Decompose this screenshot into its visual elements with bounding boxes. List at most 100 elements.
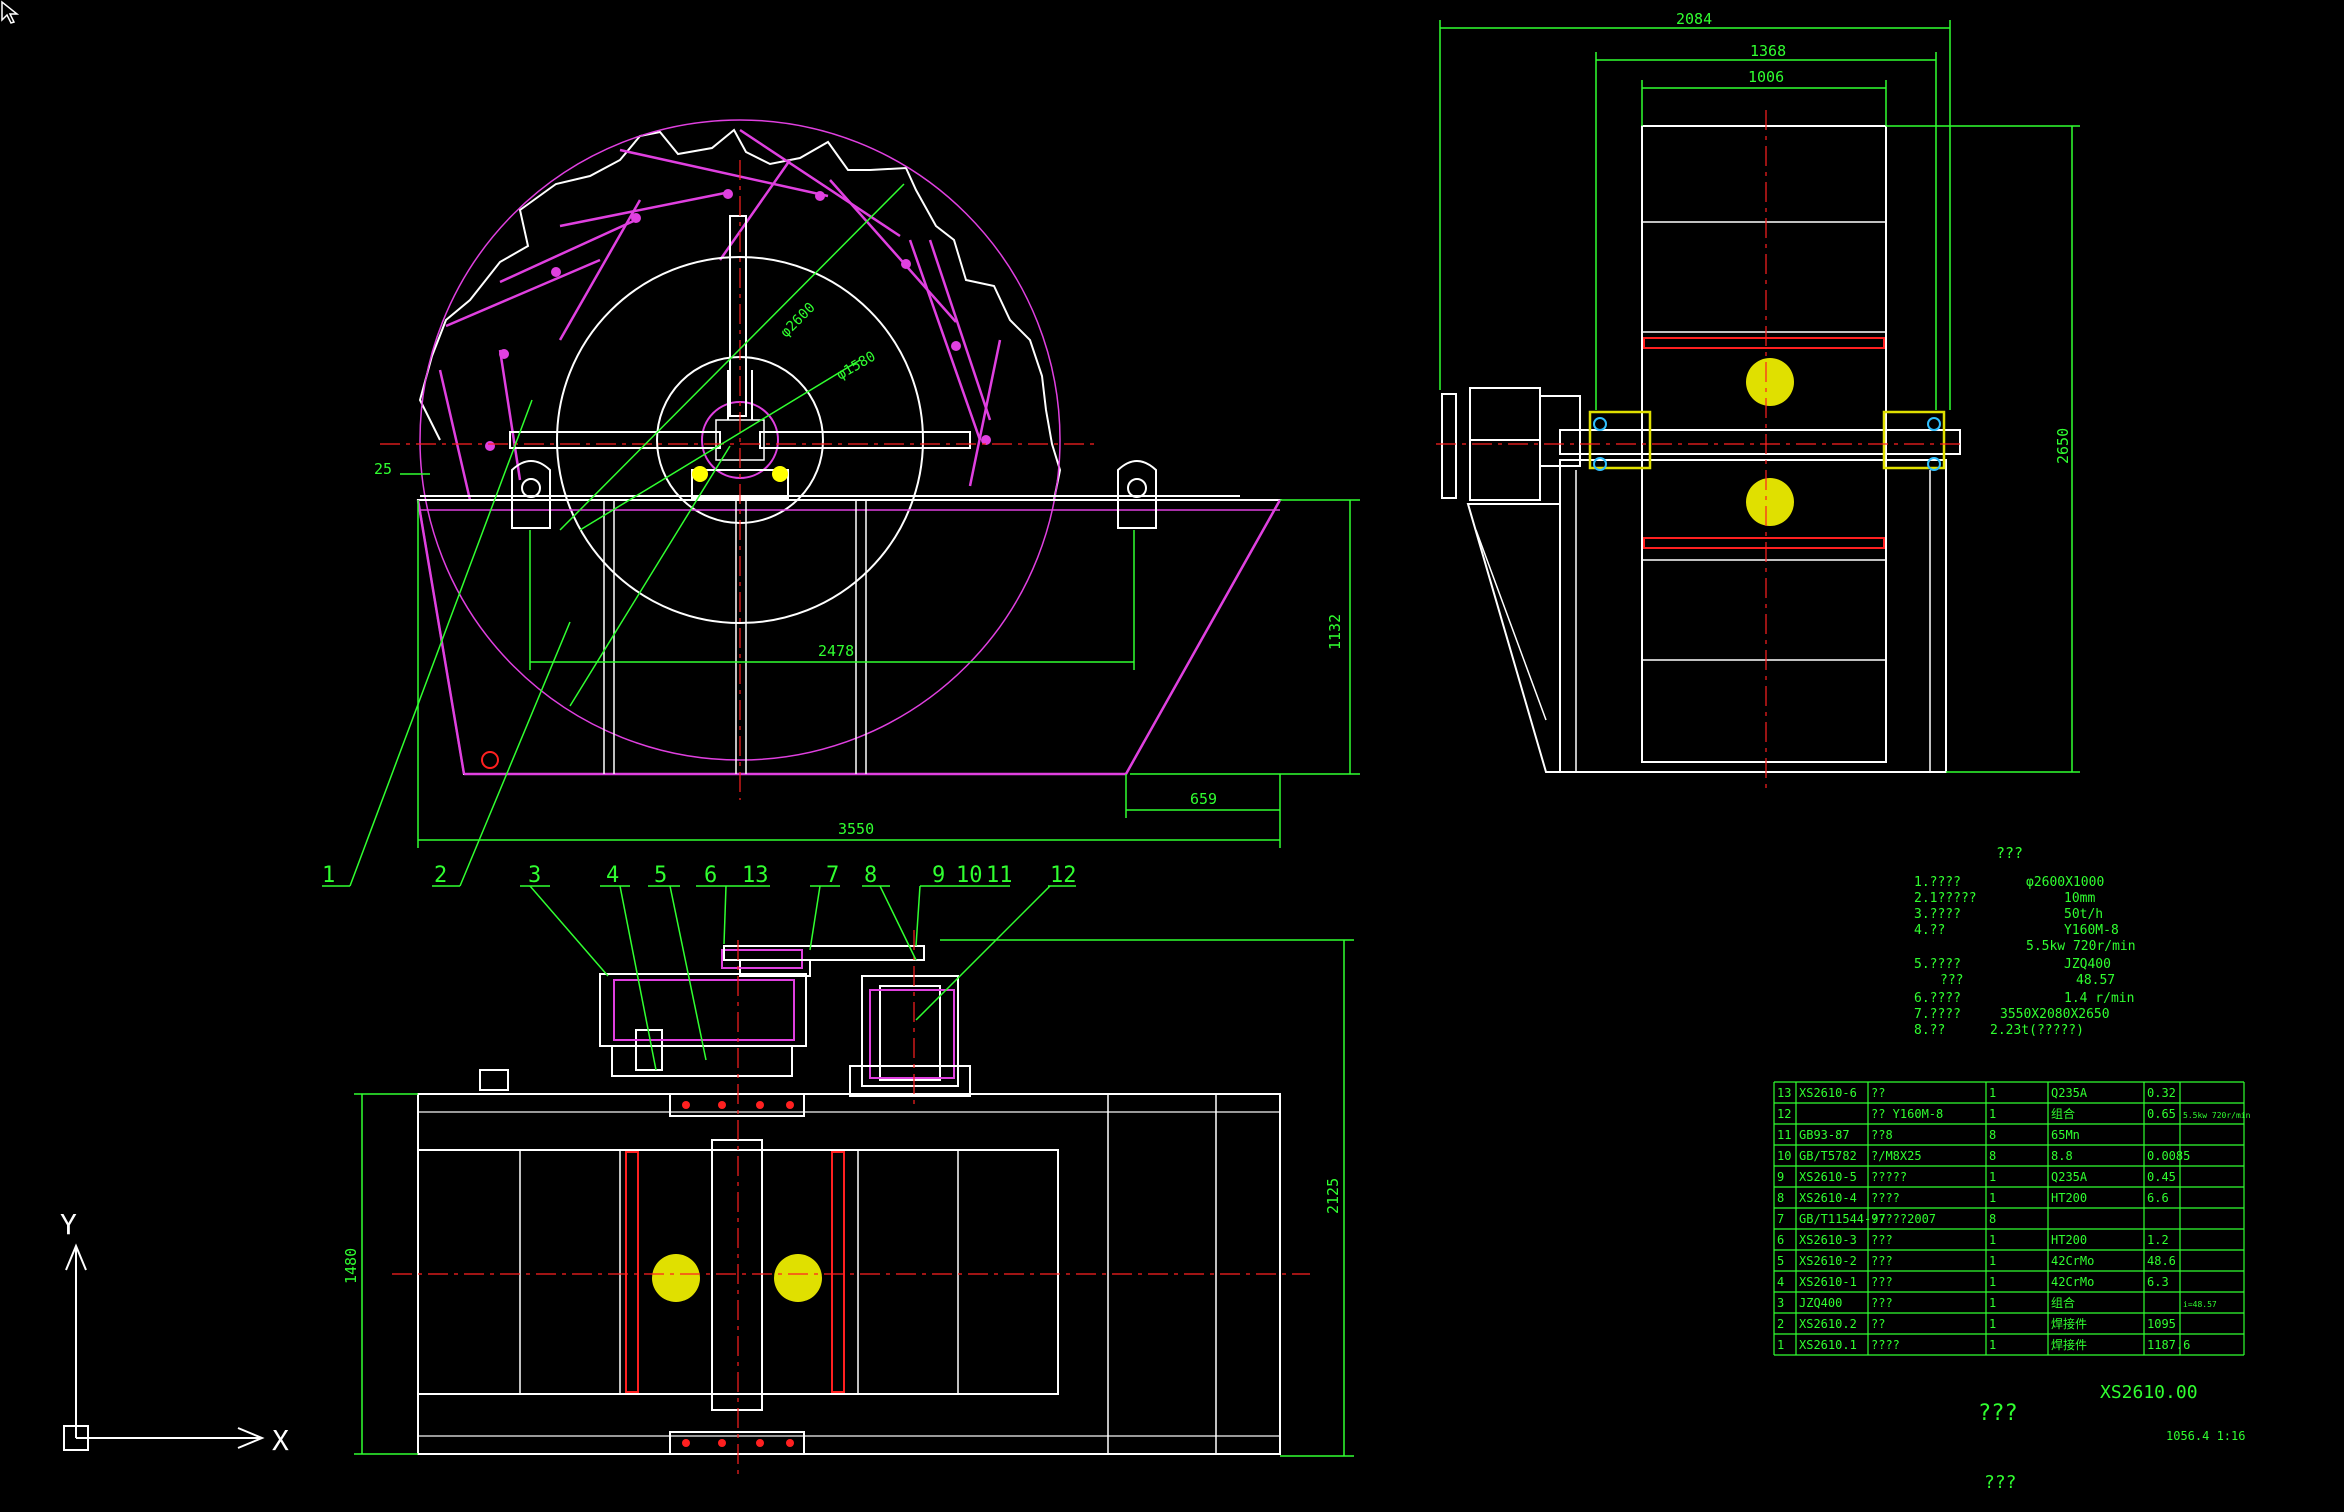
balloon-12: 12 [1050,863,1077,888]
balloon-11: 11 [986,863,1013,888]
plan-bearings [669,1093,805,1455]
wheel-spokes [509,215,971,449]
parts-cell: 6.6 [2147,1191,2169,1205]
parts-cell: 1 [1989,1317,1996,1331]
parts-cell: GB/T11544-97 [1799,1212,1886,1226]
spec-label-6: 6.???? [1914,991,1961,1006]
side-paddle-upper [1643,337,1885,349]
tank-right-wall [1124,499,1282,775]
parts-cell: 3 [1777,1296,1784,1310]
balloon-1: 1 [322,863,335,888]
side-paddle-lower [1643,537,1885,549]
plan-motor-outline [869,989,955,1079]
side-view: 2084 1368 1006 2650 [1436,10,2080,790]
parts-cell: 13 [1777,1086,1791,1100]
plan-motor [861,975,959,1087]
bearing-bolt-right [772,466,788,482]
spec-label-7: 7.???? [1914,1007,1961,1022]
parts-cell: 1 [1989,1107,1996,1121]
spec-label-2: 2.1????? [1914,891,1977,906]
title-block: ??? XS2610.00 1056.4 1:16 ??? [1978,1382,2245,1493]
side-wheel-bands [1642,221,1886,661]
side-gearbox [1441,387,1581,501]
side-dimensions [1439,20,2080,773]
company-name: ??? [1984,1472,2017,1493]
plan-dimensions [354,939,1354,1457]
parts-cell: 1 [1989,1191,1996,1205]
parts-cell: JZQ400 [1799,1296,1842,1310]
parts-cell: 12 [1777,1107,1791,1121]
dim-chute: 659 [1190,790,1217,808]
spec-value-5: JZQ400 [2064,957,2111,972]
dim-front-width: 3550 [838,820,874,838]
spec-label-1: 1.???? [1914,875,1961,890]
drain-plug [481,751,499,769]
tech-specs: ??? 1.???? φ2600X1000 2.1????? 10mm 3.??… [1914,844,2136,1038]
parts-cell: 6.3 [2147,1275,2169,1289]
parts-cell: 1 [1989,1275,1996,1289]
side-bearings [1588,410,1946,470]
dim-inner-span: 2478 [818,642,854,660]
parts-cell: i=48.57 [2183,1300,2217,1309]
spec-value-4b: 5.5kw 720r/min [2026,939,2136,954]
mouse-cursor-icon [1,0,20,24]
dim-front-height: 1132 [1326,614,1344,650]
balloon-5: 5 [654,863,667,888]
front-view: φ2600 φ1580 3550 2478 659 1132 25 [374,119,1360,848]
side-bolt-pattern-lower [1746,478,1794,526]
parts-cell: ??? [1871,1275,1893,1289]
side-bearing-seats [1593,417,1941,471]
parts-cell: 5.5kw 720r/min [2183,1111,2251,1120]
parts-cell: 10 [1777,1149,1791,1163]
side-main-shaft [1559,429,1961,455]
specs-heading: ??? [1996,844,2023,862]
parts-cell: Q235A [2051,1170,2088,1184]
parts-cell: 焊接件 [2051,1337,2087,1352]
plan-shaft [711,1139,763,1411]
spec-value-5b: 48.57 [2076,973,2115,988]
parts-cell: 组合 [2051,1295,2075,1310]
parts-cell: 1 [1989,1296,1996,1310]
part-callouts: 1 2 3 4 5 6 13 7 8 9 10 11 12 [322,399,1077,1071]
parts-cell: 焊接件 [2051,1316,2087,1331]
plan-motor-base [849,1065,971,1097]
parts-cell: ??? [1871,1233,1893,1247]
parts-cell: 1 [1989,1170,1996,1184]
parts-cell: 8 [1989,1128,1996,1142]
parts-cell: 9 [1777,1170,1784,1184]
parts-cell: XS2610-6 [1799,1086,1857,1100]
parts-cell: ?? Y160M-8 [1871,1107,1943,1121]
parts-cell: 11 [1777,1128,1791,1142]
parts-cell: 5 [1777,1254,1784,1268]
parts-cell: XS2610.2 [1799,1317,1857,1331]
ucs-axis-icon: Y X [60,1208,289,1457]
balloon-2: 2 [434,863,447,888]
plan-paddle-left [625,1151,639,1393]
parts-cell: ???? [1871,1338,1900,1352]
balloon-10: 10 [956,863,983,888]
parts-cell: ?????2007 [1871,1212,1936,1226]
dim-side-total: 2084 [1676,10,1712,28]
parts-cell: 8.8 [2051,1149,2073,1163]
parts-cell: 0.45 [2147,1170,2176,1184]
front-dimensions [400,473,1360,848]
drawing-name: ??? [1978,1401,2018,1426]
parts-cell: 1095 [2147,1317,2176,1331]
side-bolt-pattern-upper [1746,358,1794,406]
motor-support-bracket [1466,503,1561,773]
parts-cell: XS2610.1 [1799,1338,1857,1352]
dim-side-height: 2650 [2054,428,2072,464]
balloon-6: 6 [704,863,717,888]
parts-cell: HT200 [2051,1191,2087,1205]
side-centerlines [1436,110,1966,790]
parts-cell: 65Mn [2051,1128,2080,1142]
weight-scale: 1056.4 1:16 [2166,1429,2245,1443]
balloon-3: 3 [528,863,541,888]
plan-view: 1480 2125 [342,930,1354,1474]
parts-cell: XS2610-2 [1799,1254,1857,1268]
plan-bearing-bolts [682,1101,794,1447]
parts-cell: ??? [1871,1254,1893,1268]
parts-cell: HT200 [2051,1233,2087,1247]
balloon-9: 9 [932,863,945,888]
